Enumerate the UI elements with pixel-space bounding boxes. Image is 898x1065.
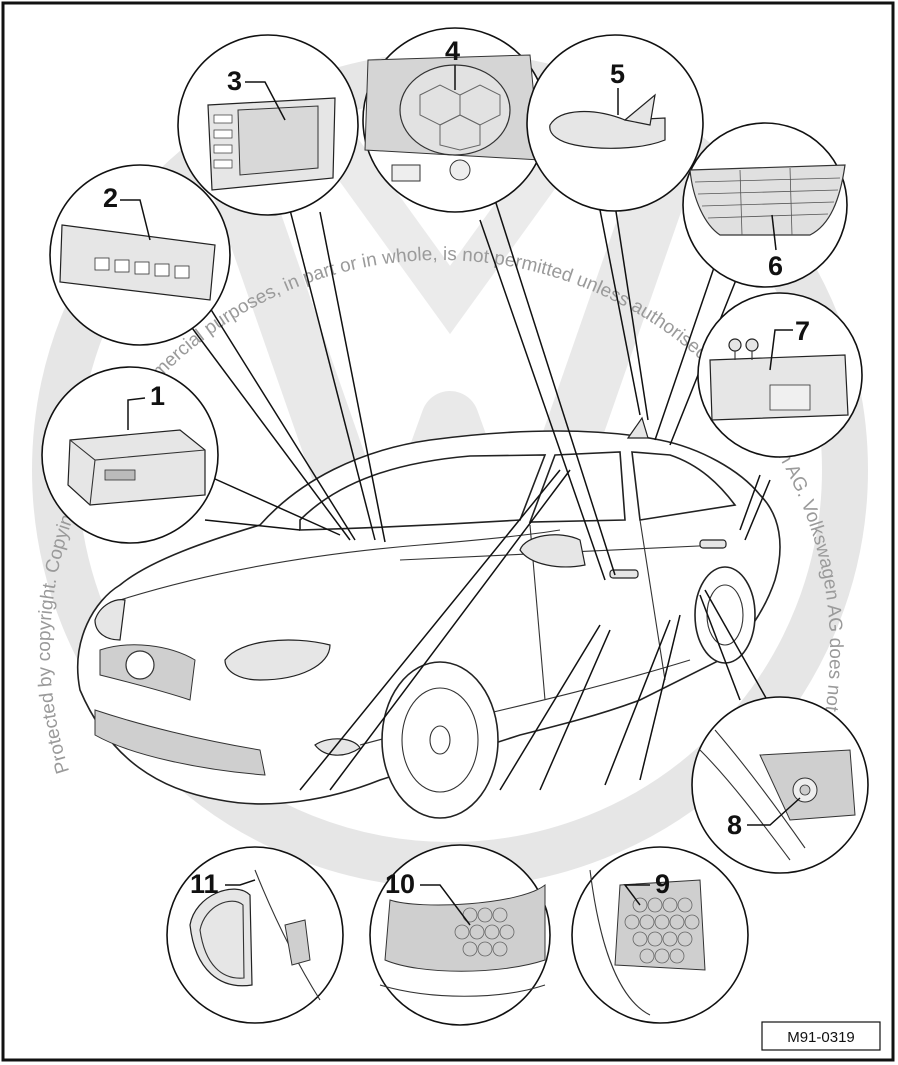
callout-label-10: 10 xyxy=(385,869,415,899)
callout-9: 9 xyxy=(572,847,748,1023)
figure-reference-box: M91-0319 xyxy=(762,1022,880,1050)
callout-10: 10 xyxy=(370,845,550,1025)
callout-label-6: 6 xyxy=(768,251,783,281)
display-unit-icon xyxy=(208,98,335,190)
rear-wheel-icon xyxy=(695,567,755,663)
callout-label-4: 4 xyxy=(445,36,460,66)
callout-6: 6 xyxy=(683,123,847,287)
callout-7: 7 xyxy=(698,293,862,457)
callout-label-8: 8 xyxy=(727,810,742,840)
callout-label-7: 7 xyxy=(795,316,810,346)
callout-11: 11 xyxy=(167,847,343,1023)
radio-navigation-unit-icon xyxy=(68,430,205,505)
callout-label-9: 9 xyxy=(655,869,670,899)
callout-label-1: 1 xyxy=(150,381,165,411)
callout-2: 2 xyxy=(50,165,230,345)
callout-label-11: 11 xyxy=(190,869,219,899)
callout-5: 5 xyxy=(527,35,703,211)
callout-3: 3 xyxy=(178,35,358,215)
rear-window-antenna-icon xyxy=(690,165,845,235)
callout-label-5: 5 xyxy=(610,59,625,89)
callout-label-3: 3 xyxy=(227,66,242,96)
figure-reference-code: M91-0319 xyxy=(787,1029,855,1046)
vw-badge-icon xyxy=(126,651,154,679)
callout-1: 1 xyxy=(42,367,218,543)
callout-4: 4 xyxy=(363,28,547,212)
callout-label-2: 2 xyxy=(103,183,118,213)
front-wheel-icon xyxy=(382,662,498,818)
callout-8: 8 xyxy=(692,697,868,873)
